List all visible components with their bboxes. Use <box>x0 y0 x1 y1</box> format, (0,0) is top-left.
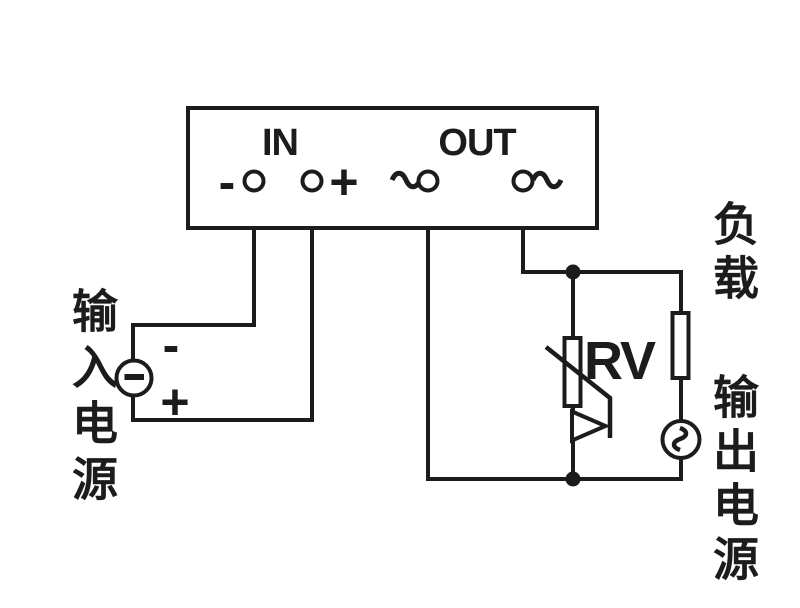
varistor-arrow-icon <box>570 408 611 444</box>
varistor-diagonal <box>544 345 613 438</box>
ac-source-wave-icon <box>671 425 689 453</box>
ac-wave-icon-left <box>389 170 423 190</box>
wire-out-top-rail <box>521 190 683 313</box>
terminal-in-plus <box>300 169 324 193</box>
terminal-out-right <box>511 169 535 193</box>
source-minus-label: - <box>163 317 180 373</box>
junction-dot-top <box>565 264 581 280</box>
module-box <box>186 106 599 230</box>
terminals-group <box>242 169 535 193</box>
load-resistor <box>670 311 691 380</box>
junction-dot-bottom <box>565 471 581 487</box>
wire-out-bottom-rail <box>426 190 683 481</box>
varistor-label: RV <box>584 331 656 391</box>
output-source-symbol <box>660 419 702 460</box>
label-load: 负载 <box>707 200 759 308</box>
out-port-label: OUT <box>438 122 516 164</box>
ac-wave-icon-right <box>530 170 564 190</box>
terminal-in-minus <box>242 169 266 193</box>
in-port-label: IN <box>262 122 298 164</box>
terminal-out-left <box>416 169 440 193</box>
input-source-symbol <box>114 358 154 398</box>
label-output-power: 输出电源 <box>707 373 759 589</box>
label-input-power: 输入电源 <box>66 287 118 511</box>
source-plus-label: + <box>160 374 189 430</box>
in-plus-label: + <box>329 154 358 210</box>
varistor-symbol <box>544 336 613 444</box>
wire-in-plus <box>131 190 314 422</box>
wire-in-minus <box>131 190 256 361</box>
in-minus-label: - <box>219 154 236 210</box>
